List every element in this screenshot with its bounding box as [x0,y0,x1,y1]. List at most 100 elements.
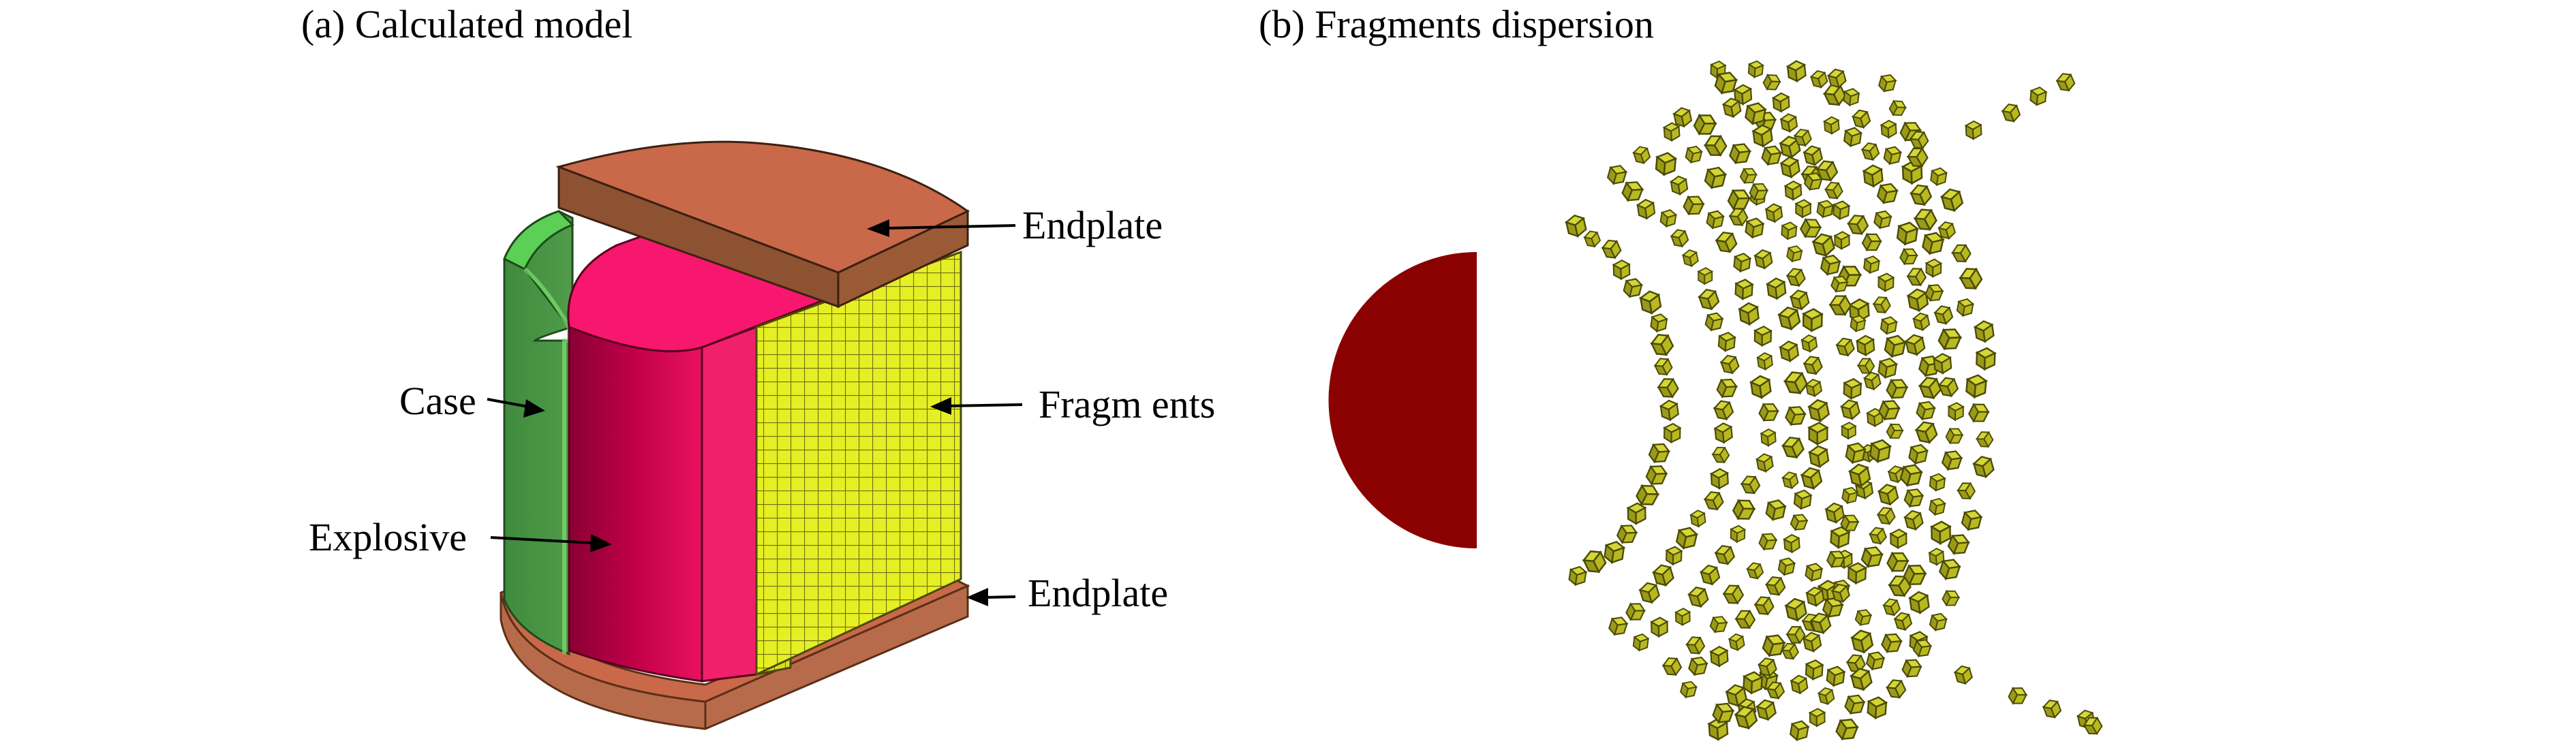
fragment-particle [1704,310,1725,333]
fragment-particle [1713,422,1734,444]
fragment-particle [1732,251,1751,273]
fragment-particle [1783,596,1809,623]
fragment-particle [1953,663,1974,687]
fragment-particle [1928,496,1947,517]
fragment-particle [1631,144,1652,166]
fragment-particle [1621,276,1644,300]
fragment-particle [1974,428,1995,451]
fragment-particle [1755,452,1775,473]
fragment-particle [1747,59,1764,79]
fragment-particle [1804,561,1824,583]
fragment-particle [1788,287,1811,312]
charge-half-disk [1328,252,1477,548]
fragment-particle [1760,428,1777,447]
fragment-particle [1606,162,1629,187]
fragment-particle [1890,528,1907,549]
fragment-particle [1925,258,1942,278]
fragment-particle [1877,72,1898,95]
fragment-particle [1877,356,1899,380]
fragment-particle [1678,678,1698,700]
fragment-particle [1659,208,1678,229]
fragment-particle [1884,375,1910,403]
fragment-particle [1872,208,1893,231]
fragment-particle [1710,443,1732,467]
fragment-particle [1712,397,1736,423]
fragment-particle [1843,377,1862,400]
fragment-particle [1738,165,1759,187]
fragment-particle [1859,543,1885,571]
fragment-particle [1883,332,1907,360]
fragment-particle [1899,655,1924,681]
fragment-particle [1957,264,1985,294]
label-endplate-top: Endplate [1022,203,1163,247]
fragment-particle [1902,486,1925,510]
fragment-particle [1805,377,1824,399]
panel-a-title: (a) Calculated model [301,2,632,46]
fragment-particle [2054,70,2077,94]
fragment-particle [1843,691,1867,717]
fragment-particle [1829,525,1850,549]
fragment-particle [1698,267,1713,285]
arrows [487,219,1023,606]
fragment-particle [1879,629,1904,656]
fragment-particle [1880,119,1897,139]
fragment-particle [1939,587,1961,610]
fragment-particle [1790,674,1809,696]
calculated-model: Endplate Fragm ents Case Explosive Endpl… [309,140,1215,730]
fragment-particle [1908,181,1934,209]
fragment-particle [1733,606,1758,633]
fragment-particle [1730,525,1746,543]
fragment-particle [1972,454,1996,480]
fragment-particle [1929,166,1948,187]
fragment-particle [1567,565,1588,587]
fragment-particle [1832,200,1850,221]
fragment-particle [1779,112,1798,134]
fragment-particle [1939,447,1964,473]
fragment-particle [1823,115,1841,135]
fragment-particle [1939,186,1965,214]
fragment-particle [1800,333,1818,354]
fragment-particle [1875,180,1899,206]
fragment-particle [1884,676,1908,702]
fragment-particle [1808,444,1830,469]
fragment-particle [1752,593,1777,619]
fragment-particle [1753,248,1774,270]
fragment-particle [1892,610,1914,633]
fragment-particle [1649,312,1668,334]
fragment-particle [1807,397,1831,424]
fragment-particle [1936,374,1961,400]
label-explosive: Explosive [309,515,467,559]
fragment-particle [1766,277,1788,300]
fragment-particle [1715,375,1739,401]
fragment-particle [1788,719,1810,743]
fragment-particle [1636,198,1657,221]
fragment-particle [1753,325,1773,347]
fragment-particle [1788,511,1809,533]
fragment-particle [2000,101,2023,125]
fragment-particle [1897,245,1920,268]
fragment-particle [1705,208,1726,231]
fragment-particle [1756,399,1781,425]
fragment-particle [1845,211,1871,238]
fragment-particle [1825,664,1846,688]
fragment-particle [1877,272,1895,292]
fragment-particle [1862,254,1881,275]
case [503,210,574,656]
fragment-particle [1843,125,1862,149]
fragment-particle [1974,319,1995,344]
fragment-particle [1719,352,1741,377]
fragment-particle [1965,373,1988,399]
fragment-particle [1809,708,1826,727]
fragment-particle [1702,488,1726,514]
fragment-particle [1708,613,1729,636]
fragment-particle [1785,243,1804,264]
fragments-layer [755,250,962,676]
fragment-particle [1795,199,1812,219]
fragment-particle [1914,399,1937,423]
fragment-particle [1860,140,1882,163]
fragment-particle [1783,533,1801,554]
fragment-particle [1912,311,1931,332]
fragment-particle [1802,308,1823,332]
fragment-particle [1948,402,1965,421]
fragment-particle [1839,397,1862,422]
